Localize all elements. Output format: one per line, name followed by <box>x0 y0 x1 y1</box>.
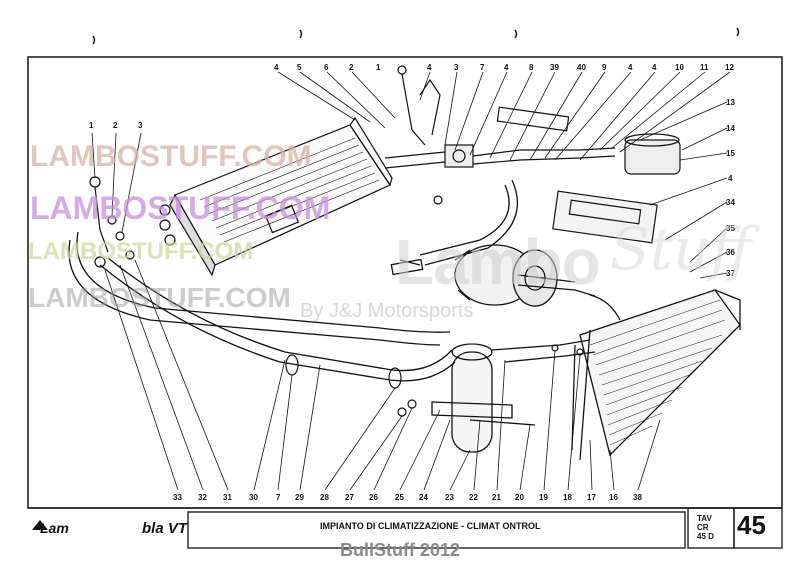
callout: 7 <box>276 493 281 502</box>
callout: 2 <box>349 63 354 72</box>
tav-line: 45 D <box>697 532 714 541</box>
callout: 32 <box>198 493 207 502</box>
callout: 4 <box>652 63 657 72</box>
callout: 39 <box>550 63 559 72</box>
callout: 13 <box>726 98 735 107</box>
callout: 37 <box>726 269 735 278</box>
drawing-title: IMPIANTO DI CLIMATIZZAZIONE - CLIMAT ONT… <box>320 521 541 531</box>
receiver-drier <box>431 343 536 453</box>
callout: 34 <box>726 198 735 207</box>
callout: 12 <box>725 63 734 72</box>
callout: 3 <box>454 63 459 72</box>
callout: 38 <box>633 493 642 502</box>
callout: 21 <box>492 493 501 502</box>
watermark-script-text: Stuff <box>610 215 752 283</box>
callout: 30 <box>249 493 258 502</box>
callout: 25 <box>395 493 404 502</box>
callout: 29 <box>295 493 304 502</box>
callouts-bottom: 33 32 31 30 7 29 28 27 26 25 24 23 22 21… <box>173 493 642 502</box>
callout: 2 <box>113 121 118 130</box>
callout: 4 <box>504 63 509 72</box>
callout: 16 <box>609 493 618 502</box>
table-reference: TAV CR 45 D <box>697 514 714 541</box>
title-block <box>28 507 783 549</box>
watermark-logo-text: Lambo <box>395 226 601 298</box>
condenser <box>571 289 741 461</box>
callout: 19 <box>539 493 548 502</box>
watermark-text: LAMBOSTUFF.COM <box>28 238 254 265</box>
tav-line: TAV <box>697 514 712 523</box>
watermark-text: LAMBOSTUFF.COM <box>30 140 312 173</box>
watermark-text: LAMBOSTUFF.COM <box>28 282 291 313</box>
callout: 5 <box>297 63 302 72</box>
callout: 15 <box>726 149 735 158</box>
tav-line: CR <box>697 523 709 532</box>
callouts-top: 4 5 6 2 1 4 3 7 4 8 39 40 9 4 4 10 11 12 <box>274 63 734 72</box>
watermark-byline: By J&J Motorsports <box>300 300 474 322</box>
hose-clamps <box>285 344 584 417</box>
callout: 9 <box>602 63 607 72</box>
callout: 20 <box>515 493 524 502</box>
callout: 8 <box>529 63 534 72</box>
callout: 24 <box>419 493 428 502</box>
callout: 4 <box>728 174 733 183</box>
callout: 6 <box>324 63 329 72</box>
callout: 4 <box>274 63 279 72</box>
leader-lines <box>91 71 731 491</box>
callout: 40 <box>577 63 586 72</box>
brand-logo-left: Lam <box>40 520 69 536</box>
refrigerant-hoses <box>68 179 621 382</box>
callout: 1 <box>89 121 94 130</box>
callout: 23 <box>445 493 454 502</box>
callout: 7 <box>480 63 485 72</box>
callout: 11 <box>700 63 709 72</box>
callout: 33 <box>173 493 182 502</box>
callout: 36 <box>726 248 735 257</box>
callout: 35 <box>726 224 735 233</box>
callout: 4 <box>427 63 432 72</box>
callout: 26 <box>369 493 378 502</box>
receiver-module <box>552 133 681 244</box>
footer-credit: BullStuff 2012 <box>339 540 461 560</box>
callout: 31 <box>223 493 232 502</box>
callout: 4 <box>628 63 633 72</box>
callouts-right: 13 14 15 4 34 35 36 37 <box>726 98 735 278</box>
lamborghini-logo <box>32 520 48 530</box>
compressor <box>454 244 596 307</box>
callout: 1 <box>376 63 381 72</box>
callout: 3 <box>138 121 143 130</box>
callout: 22 <box>469 493 478 502</box>
callout: 18 <box>563 493 572 502</box>
callouts-left: 1 2 3 <box>89 121 143 130</box>
watermark-text: LAMBOSTUFF.COM <box>30 190 331 226</box>
model-logo: bla VT <box>142 520 188 537</box>
callout: 14 <box>726 124 735 133</box>
page-number: 45 <box>737 510 766 540</box>
binder-marks <box>92 27 740 45</box>
callout: 10 <box>675 63 684 72</box>
evaporator-unit <box>159 116 393 277</box>
callout: 17 <box>587 493 596 502</box>
callout: 28 <box>320 493 329 502</box>
callout: 27 <box>345 493 354 502</box>
expansion-valve <box>384 65 616 205</box>
